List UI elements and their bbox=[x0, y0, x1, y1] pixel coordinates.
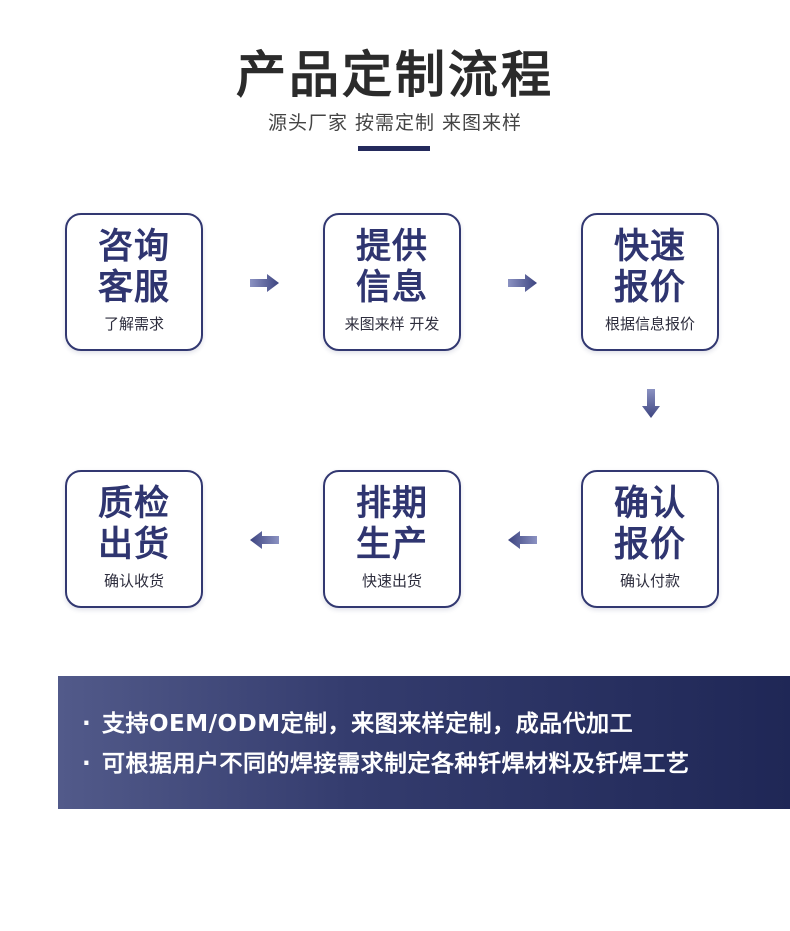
banner-line-custom: ·可根据用户不同的焊接需求制定各种钎焊材料及钎焊工艺 bbox=[82, 751, 690, 777]
step-title: 快速 报价 bbox=[613, 227, 686, 308]
step-quick-quote: 快速 报价 根据信息报价 bbox=[581, 213, 719, 351]
bullet: · bbox=[82, 711, 92, 737]
step-qc-ship: 质检 出货 确认收货 bbox=[65, 470, 203, 608]
step-description: 确认付款 bbox=[619, 572, 680, 590]
step-consult-service: 咨询 客服 了解需求 bbox=[65, 213, 203, 351]
step-provide-info: 提供 信息 来图来样 开发 bbox=[323, 213, 461, 351]
title-underline bbox=[358, 146, 430, 151]
arrow-down-icon bbox=[642, 389, 660, 418]
arrow-left-icon bbox=[508, 531, 537, 549]
arrow-left-icon bbox=[250, 531, 279, 549]
arrow-right-icon bbox=[250, 274, 279, 292]
step-schedule-production: 排期 生产 快速出货 bbox=[323, 470, 461, 608]
page-title: 产品定制流程 bbox=[236, 46, 554, 104]
bullet: · bbox=[82, 751, 92, 777]
arrow-right-icon bbox=[508, 274, 537, 292]
step-description: 来图来样 开发 bbox=[344, 315, 440, 333]
banner-line-oem: ·支持OEM/ODM定制，来图来样定制，成品代加工 bbox=[82, 711, 634, 737]
step-title: 咨询 客服 bbox=[97, 227, 170, 308]
step-title: 质检 出货 bbox=[97, 484, 170, 565]
step-title: 排期 生产 bbox=[355, 484, 428, 565]
page-subtitle: 源头厂家 按需定制 来图来样 bbox=[267, 112, 523, 134]
step-description: 快速出货 bbox=[361, 572, 422, 590]
step-title: 确认 报价 bbox=[613, 484, 686, 565]
step-description: 了解需求 bbox=[103, 315, 164, 333]
step-confirm-quote: 确认 报价 确认付款 bbox=[581, 470, 719, 608]
step-title: 提供 信息 bbox=[355, 227, 428, 308]
step-description: 确认收货 bbox=[103, 572, 164, 590]
service-banner: ·支持OEM/ODM定制，来图来样定制，成品代加工 ·可根据用户不同的焊接需求制… bbox=[58, 676, 790, 809]
step-description: 根据信息报价 bbox=[604, 315, 695, 333]
